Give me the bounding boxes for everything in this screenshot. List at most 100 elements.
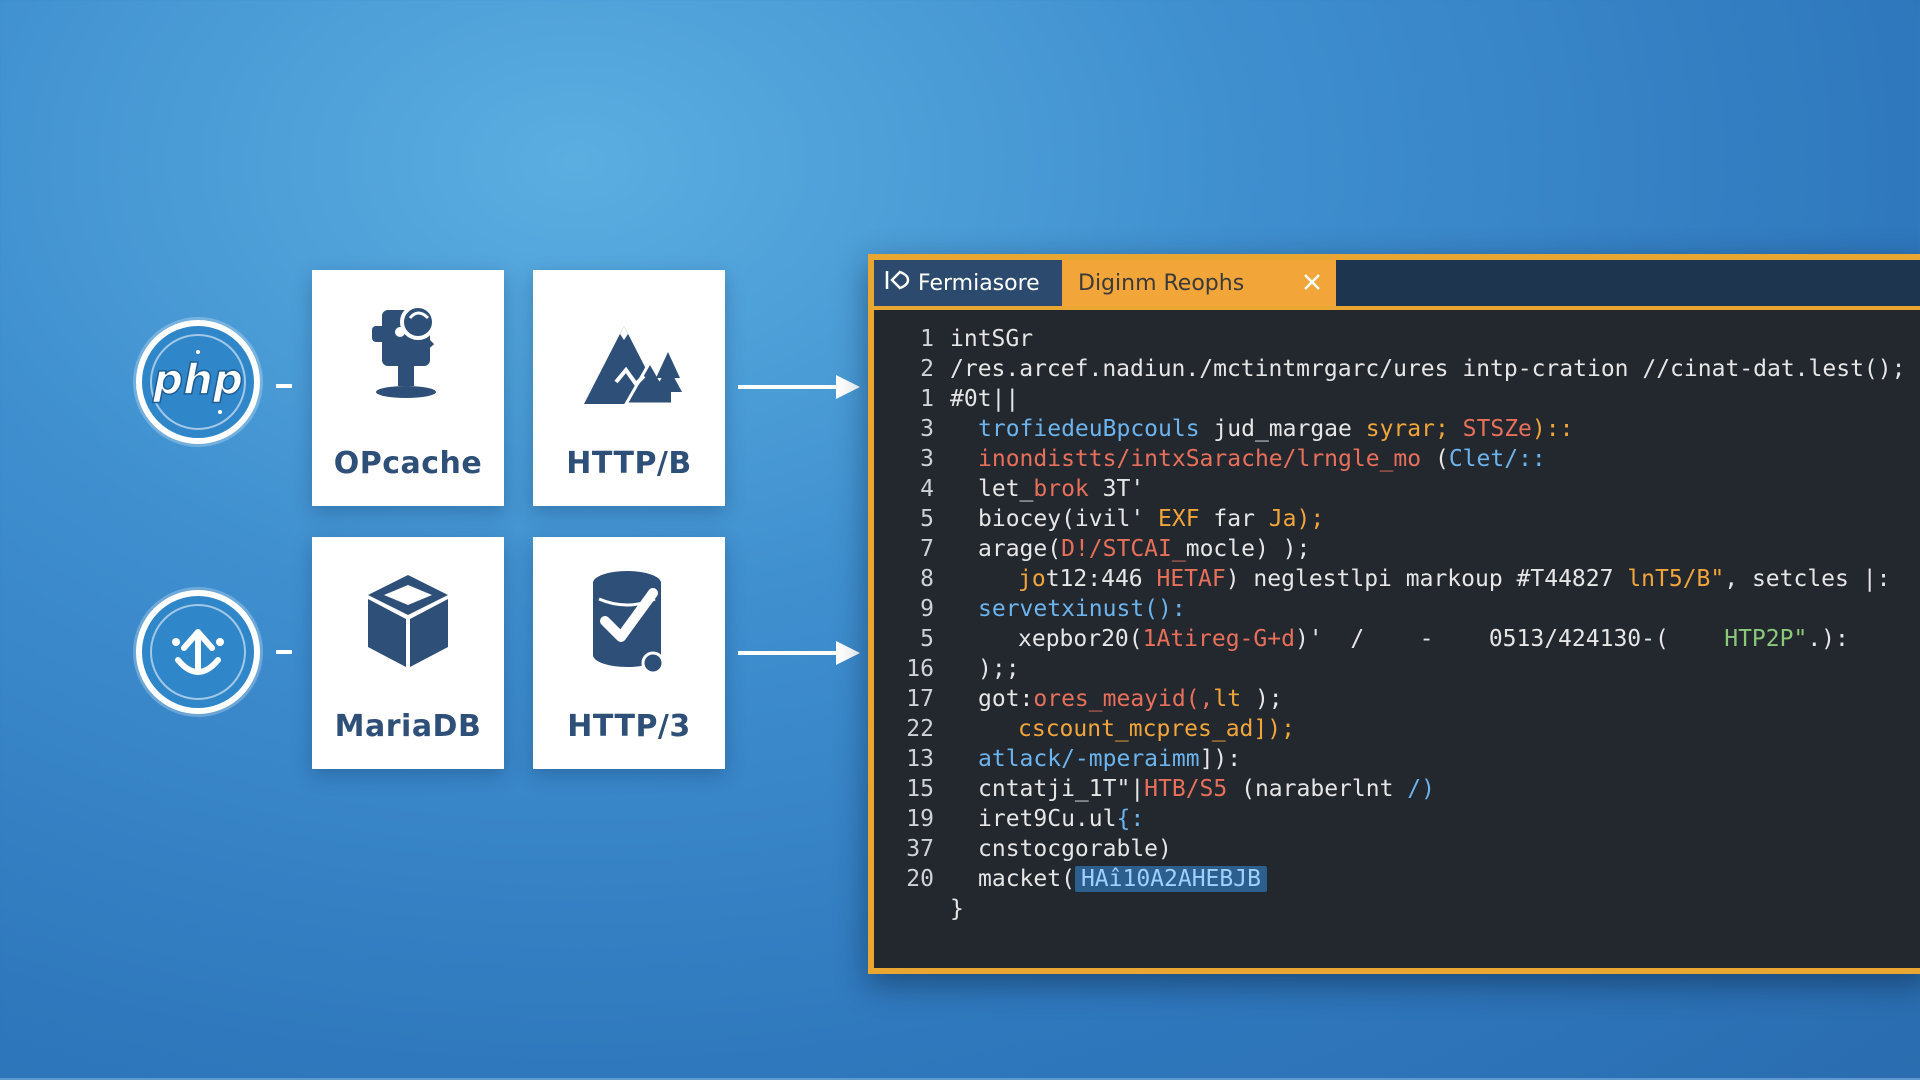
code-token: /): [1407, 776, 1435, 802]
code-line: }: [874, 896, 1920, 926]
code-token: /res.arcef.nadiun./mctintmrgarc/ures int…: [950, 356, 1906, 382]
code-token: biocey(ivil': [978, 506, 1159, 532]
database-check-icon: [593, 571, 665, 675]
php-logo-icon: php: [151, 350, 244, 414]
code-token: 3T': [1088, 476, 1145, 502]
line-number: 9: [920, 596, 934, 622]
card-http-b: HTTP/B: [533, 270, 725, 506]
code-token: let_: [978, 476, 1034, 502]
line-number: 4: [920, 476, 934, 502]
tab-diginm-reophs[interactable]: Diginm Reophs: [1062, 260, 1336, 306]
code-token: servetxinust():: [978, 596, 1186, 622]
line-number: 37: [906, 836, 934, 862]
tab-label: Diginm Reophs: [1078, 270, 1245, 296]
card-icon-wrap: [533, 270, 725, 420]
line-number: 8: [920, 566, 934, 592]
code-token: trofiedeuBpcouls: [978, 416, 1214, 442]
tab-fermiasore[interactable]: Fermiasore: [874, 260, 1062, 306]
code-token: cntatji_1T"|: [978, 776, 1145, 802]
code-token: );;: [978, 656, 1020, 682]
php-logo-text: php: [152, 355, 243, 404]
code-token: STSZe: [1462, 416, 1532, 442]
upload-logo-circle: [136, 590, 260, 714]
code-text: intSGr: [950, 326, 1033, 352]
puzzle-monitor-icon: [372, 304, 436, 398]
code-text: trofiedeuBpcouls jud_margae syrar; STSZe…: [950, 416, 1573, 442]
code-text: jot12:446 HETAF) neglestlpi markoup #T44…: [950, 566, 1890, 592]
connector-dash: [276, 650, 292, 654]
line-number: 20: [906, 866, 934, 892]
line-number: 1: [920, 326, 934, 352]
code-token: cnstocgorable): [978, 836, 1172, 862]
code-token: cscount_mcpres_ad]);: [1018, 716, 1295, 742]
line-number: 5: [920, 506, 934, 532]
code-text: );;: [950, 656, 1020, 682]
code-token: (naraberlnt: [1227, 776, 1408, 802]
card-label: OPcache: [333, 446, 483, 481]
code-line: 5 biocey(ivil' EXF far Ja);: [874, 506, 1920, 536]
code-token: .):: [1807, 626, 1849, 652]
code-token: , setcles |:: [1724, 566, 1891, 592]
code-text: got:ores_meayid(,lt );: [950, 686, 1283, 712]
line-number: 1: [920, 386, 934, 412]
code-token: brok: [1033, 476, 1089, 502]
code-token: lnT5/B": [1627, 566, 1725, 592]
arrow-right-icon: [738, 375, 860, 399]
arrow-right-icon: [738, 641, 860, 665]
code-token: intSGr: [950, 326, 1034, 352]
code-token: macket(: [978, 866, 1075, 892]
upload-smile-icon: [172, 629, 224, 675]
code-token: ores_meayid(,: [1033, 686, 1214, 712]
code-token: t12:446: [1045, 566, 1157, 592]
card-label: HTTP/3: [567, 709, 691, 744]
code-text: /res.arcef.nadiun./mctintmrgarc/ures int…: [950, 356, 1905, 382]
close-icon[interactable]: [1300, 270, 1324, 294]
code-text: cscount_mcpres_ad]);: [950, 716, 1295, 742]
code-token: D!/STCAI_: [1061, 536, 1186, 562]
code-token: HETAF: [1156, 566, 1226, 592]
code-text: inondistts/intxSarache/lrngle_mo (Clet/:…: [950, 446, 1546, 472]
code-text: let_brok 3T': [950, 476, 1144, 502]
code-token: }: [950, 896, 964, 922]
card-label: MariaDB: [334, 709, 482, 744]
code-token: HAî10A2AHEBJB: [1074, 866, 1267, 892]
code-token: {:: [1116, 806, 1145, 832]
code-text: servetxinust():: [950, 596, 1186, 622]
code-text: }: [950, 896, 964, 922]
code-token: lt: [1213, 686, 1242, 712]
code-token: arage(: [978, 536, 1062, 562]
code-token: 1Atireg-G+d: [1142, 626, 1295, 652]
line-number: 3: [920, 446, 934, 472]
code-token: );: [1296, 506, 1325, 532]
code-token: (: [1434, 446, 1449, 472]
line-number: 17: [906, 686, 934, 712]
code-line: 17 got:ores_meayid(,lt );: [874, 686, 1920, 716]
code-token: far: [1199, 506, 1269, 532]
code-text: #0t||: [950, 386, 1019, 412]
code-line: 20 macket(HAî10A2AHEBJB: [874, 866, 1920, 896]
code-token: jud_margae: [1213, 416, 1366, 442]
code-token: Clet/::: [1448, 446, 1546, 472]
line-number: 5: [920, 626, 934, 652]
tab-file-icon: [884, 269, 910, 297]
circle-inner-ring: [150, 604, 246, 700]
code-text: biocey(ivil' EXF far Ja);: [950, 506, 1324, 532]
code-token: EXF: [1158, 506, 1200, 532]
code-line: 1 intSGr: [874, 326, 1920, 356]
code-token: xepbor20(: [1018, 626, 1143, 652]
cube-icon: [368, 575, 448, 667]
code-text: cnstocgorable): [950, 836, 1172, 862]
card-opcache: OPcache: [312, 270, 504, 506]
tab-label: Fermiasore: [918, 270, 1040, 296]
code-token: syrar;: [1365, 416, 1463, 442]
card-label: HTTP/B: [566, 446, 692, 481]
code-token: got:: [978, 686, 1034, 712]
code-token: );: [1241, 686, 1283, 712]
code-token: mocle) );: [1185, 536, 1311, 562]
